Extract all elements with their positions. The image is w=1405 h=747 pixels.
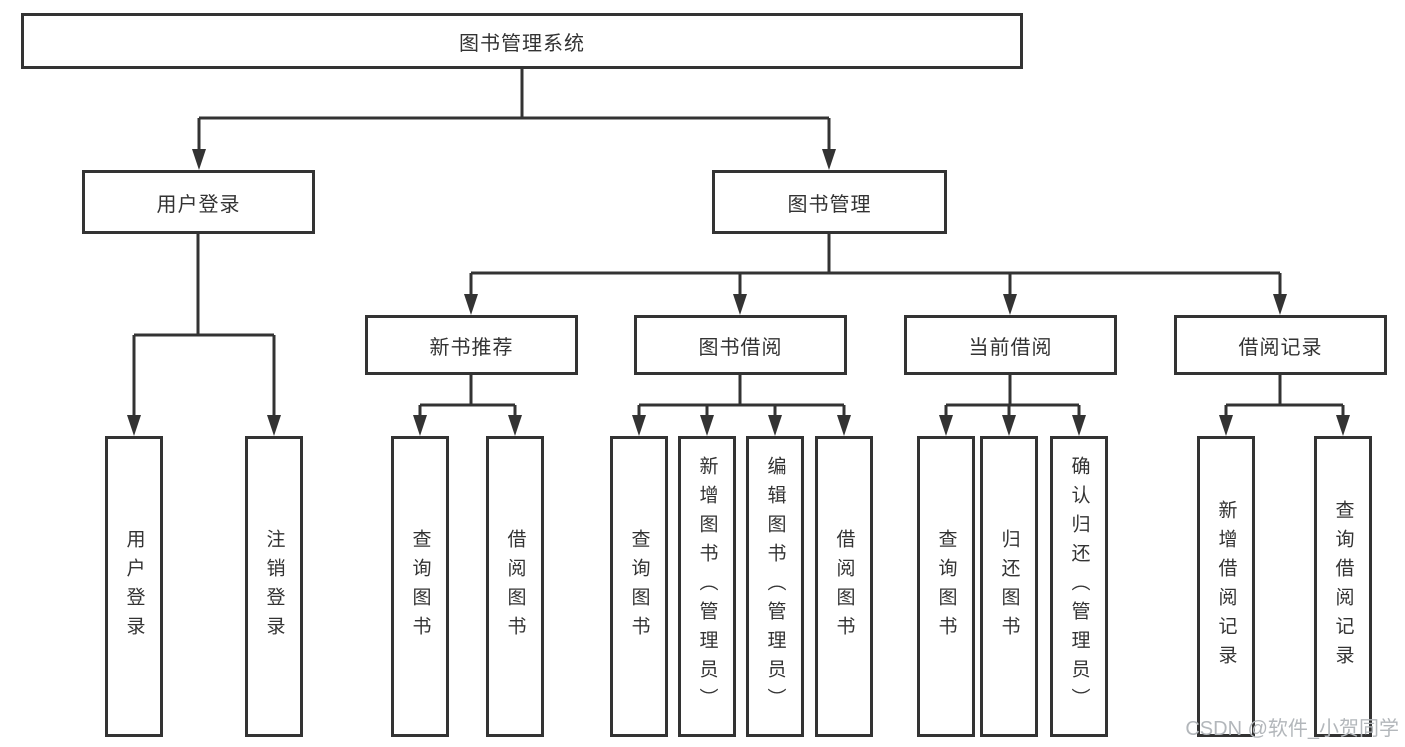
- leaf-edit-book-admin: 编辑图书（管理员）: [746, 436, 804, 737]
- node-label: 借阅图书: [504, 528, 526, 645]
- edge-bookmgmt-split: [469, 234, 1282, 297]
- node-book-borrow: 图书借阅: [634, 315, 847, 375]
- edge-borrow-split: [637, 375, 846, 418]
- arrow-icon: [768, 415, 782, 436]
- leaf-user-login: 用户登录: [105, 436, 163, 737]
- arrow-icon: [1219, 415, 1233, 436]
- leaf-confirm-return-admin: 确认归还（管理员）: [1050, 436, 1108, 737]
- arrow-icon: [413, 415, 427, 436]
- leaf-query-borrow-record: 查询借阅记录: [1314, 436, 1372, 737]
- node-label: 查询图书: [409, 528, 431, 645]
- arrow-icon: [508, 415, 522, 436]
- edge-records-split: [1224, 375, 1345, 418]
- node-label: 新增图书（管理员）: [696, 456, 718, 717]
- arrow-icon: [1273, 294, 1287, 315]
- node-label: 查询图书: [628, 528, 650, 645]
- node-label: 图书管理: [787, 193, 872, 216]
- arrow-icon: [632, 415, 646, 436]
- node-label: 查询借阅记录: [1332, 499, 1354, 674]
- arrow-icon: [1003, 294, 1017, 315]
- node-new-book-recommend: 新书推荐: [365, 315, 578, 375]
- node-book-management: 图书管理: [712, 170, 947, 234]
- leaf-query-books-1: 查询图书: [391, 436, 449, 737]
- watermark: CSDN @软件_小贺同学: [1185, 718, 1399, 740]
- edge-root-split: [197, 69, 831, 152]
- arrow-icon: [939, 415, 953, 436]
- arrow-icon: [700, 415, 714, 436]
- node-user-login: 用户登录: [82, 170, 315, 234]
- arrow-icon: [837, 415, 851, 436]
- node-label: 用户登录: [123, 528, 145, 645]
- edge-newbook-split: [418, 375, 517, 418]
- node-label: 注销登录: [263, 528, 285, 645]
- node-borrow-records: 借阅记录: [1174, 315, 1387, 375]
- arrow-icon: [192, 149, 206, 170]
- node-label: 确认归还（管理员）: [1068, 456, 1090, 717]
- node-label: 用户登录: [156, 193, 241, 216]
- arrow-icon: [733, 294, 747, 315]
- arrow-icon: [267, 415, 281, 436]
- leaf-borrow-books-1: 借阅图书: [486, 436, 544, 737]
- node-current-borrow: 当前借阅: [904, 315, 1117, 375]
- node-label: 借阅记录: [1238, 336, 1323, 359]
- node-label: 查询图书: [935, 528, 957, 645]
- arrowheads: [127, 149, 1350, 436]
- arrow-icon: [464, 294, 478, 315]
- node-label: 借阅图书: [833, 528, 855, 645]
- arrow-icon: [1002, 415, 1016, 436]
- arrow-icon: [822, 149, 836, 170]
- leaf-borrow-books-2: 借阅图书: [815, 436, 873, 737]
- leaf-query-books-2: 查询图书: [610, 436, 668, 737]
- leaf-return-books: 归还图书: [980, 436, 1038, 737]
- arrow-icon: [1072, 415, 1086, 436]
- node-label: 图书管理系统: [459, 32, 585, 55]
- edge-userlogin-split: [132, 234, 276, 418]
- arrow-icon: [1336, 415, 1350, 436]
- node-label: 当前借阅: [968, 336, 1053, 359]
- arrow-icon: [127, 415, 141, 436]
- node-label: 图书借阅: [698, 336, 783, 359]
- leaf-logout: 注销登录: [245, 436, 303, 737]
- node-label: 新增借阅记录: [1215, 499, 1237, 674]
- node-root: 图书管理系统: [21, 13, 1023, 69]
- leaf-add-book-admin: 新增图书（管理员）: [678, 436, 736, 737]
- leaf-query-books-3: 查询图书: [917, 436, 975, 737]
- node-label: 新书推荐: [429, 336, 514, 359]
- node-label: 归还图书: [998, 528, 1020, 645]
- leaf-add-borrow-record: 新增借阅记录: [1197, 436, 1255, 737]
- edge-current-split: [944, 375, 1081, 418]
- node-label: 编辑图书（管理员）: [764, 456, 786, 717]
